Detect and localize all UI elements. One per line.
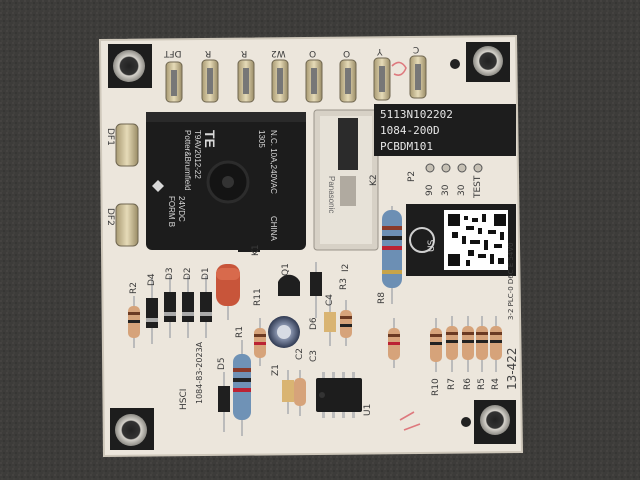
ul-qr-label: [406, 204, 516, 276]
electrolytic-capacitor: [268, 316, 300, 348]
diode-row: [146, 276, 212, 344]
ic-u1: [316, 372, 362, 418]
ref-r6: R6: [463, 378, 473, 390]
side-text: 3-2 PLC-0 D6C E 54V0: [507, 242, 515, 320]
ref-d4: D4: [147, 273, 157, 286]
resistor-r1: [233, 340, 251, 436]
terminal-label-r2: R: [241, 48, 248, 58]
ref-c4: C4: [325, 293, 335, 306]
capacitor-orange: [216, 264, 240, 320]
ref-r10: R10: [431, 378, 441, 396]
ref-d2: D2: [183, 267, 193, 280]
ref-d5: D5: [217, 357, 227, 370]
terminal-label-c: C: [413, 44, 420, 54]
terminal-label-r1: R: [205, 48, 212, 58]
ref-r8: R8: [377, 292, 387, 304]
speed-30a: 30: [441, 184, 451, 196]
relay-k2-brand: Panasonic: [327, 176, 336, 214]
terminal-label-w2: W2: [271, 48, 286, 58]
mounting-hole-top-left: [108, 44, 152, 88]
relay-k1: [146, 112, 306, 252]
small-resistors: [128, 296, 502, 416]
ref-c3: C3: [309, 349, 319, 362]
ul-mark: US: [427, 239, 437, 252]
terminal-label-y: Y: [377, 46, 383, 56]
transistor-q1: [278, 274, 300, 296]
ref-z1: Z1: [271, 364, 281, 376]
relay-model: T9AV2012-22: [193, 130, 202, 179]
speed-jumper-header: [425, 163, 483, 173]
ref-c2: C2: [295, 347, 305, 360]
ref-d6: D6: [309, 317, 319, 330]
relay-origin: CHINA: [269, 216, 278, 241]
terminal-label-df1: DF1: [105, 128, 115, 146]
relay-k1-coil: 24VDC FORM B: [156, 196, 186, 246]
speed-test: TEST: [473, 175, 483, 198]
relay-k2: [313, 109, 379, 251]
ref-q1: Q1: [281, 263, 291, 276]
label-plate: [374, 104, 516, 156]
side-terminals: [115, 123, 139, 247]
small-caps: [218, 262, 336, 432]
resistor-r8: [382, 206, 402, 304]
ref-r11: R11: [253, 288, 263, 306]
label-line-1: 5113N102202: [380, 108, 453, 121]
mounting-hole-bottom-right: [461, 400, 516, 444]
ref-r5: R5: [477, 378, 487, 390]
relay-k1-rating-block: N.C. 10A,240VAC CHINA 1305: [238, 130, 278, 241]
ref-r7: R7: [447, 378, 457, 390]
relay-maker: Potter&Brumfield: [183, 130, 192, 191]
ref-k2: K2: [369, 174, 379, 186]
relay-rating: N.C. 10A,240VAC: [269, 130, 278, 194]
terminal-label-df2: DF2: [105, 208, 115, 226]
relay-date: 1305: [257, 130, 266, 148]
ref-d3: D3: [165, 267, 175, 280]
ref-hsci: HSCI: [179, 388, 189, 410]
ref-i2: I2: [341, 263, 351, 272]
label-plate-text: 5113N102202 1084-200D PCBDM101: [378, 106, 514, 154]
relay-k2-print: Panasonic: [322, 176, 336, 236]
speed-90: 90: [425, 184, 435, 196]
part-number: 1084-83-2023A: [195, 341, 204, 404]
mounting-hole-top-right: [450, 42, 510, 82]
ref-k1: K1: [251, 244, 261, 256]
label-line-2: 1084-200D: [380, 124, 440, 137]
relay-brand: TE: [202, 130, 218, 148]
ref-r4: R4: [491, 378, 501, 390]
ref-r2: R2: [129, 282, 139, 294]
mounting-hole-bottom-left: [110, 408, 154, 450]
ref-r3: R3: [339, 278, 349, 290]
top-terminal-row: [165, 55, 427, 103]
ref-p2: P2: [407, 170, 417, 182]
relay-form: FORM B: [167, 196, 176, 228]
ref-d1: D1: [201, 267, 211, 280]
relay-coil: 24VDC: [177, 196, 186, 222]
terminal-label-o2: O: [343, 48, 351, 58]
speed-30b: 30: [457, 184, 467, 196]
red-pen-marks: [391, 61, 421, 431]
ref-r1: R1: [235, 326, 245, 338]
ref-u1: U1: [363, 403, 373, 416]
side-code: 13-422: [505, 347, 519, 390]
terminal-label-o1: O: [309, 48, 317, 58]
te-logo: [152, 180, 164, 192]
label-line-3: PCBDM101: [380, 140, 433, 153]
terminal-label-dft: DFT: [164, 48, 182, 58]
